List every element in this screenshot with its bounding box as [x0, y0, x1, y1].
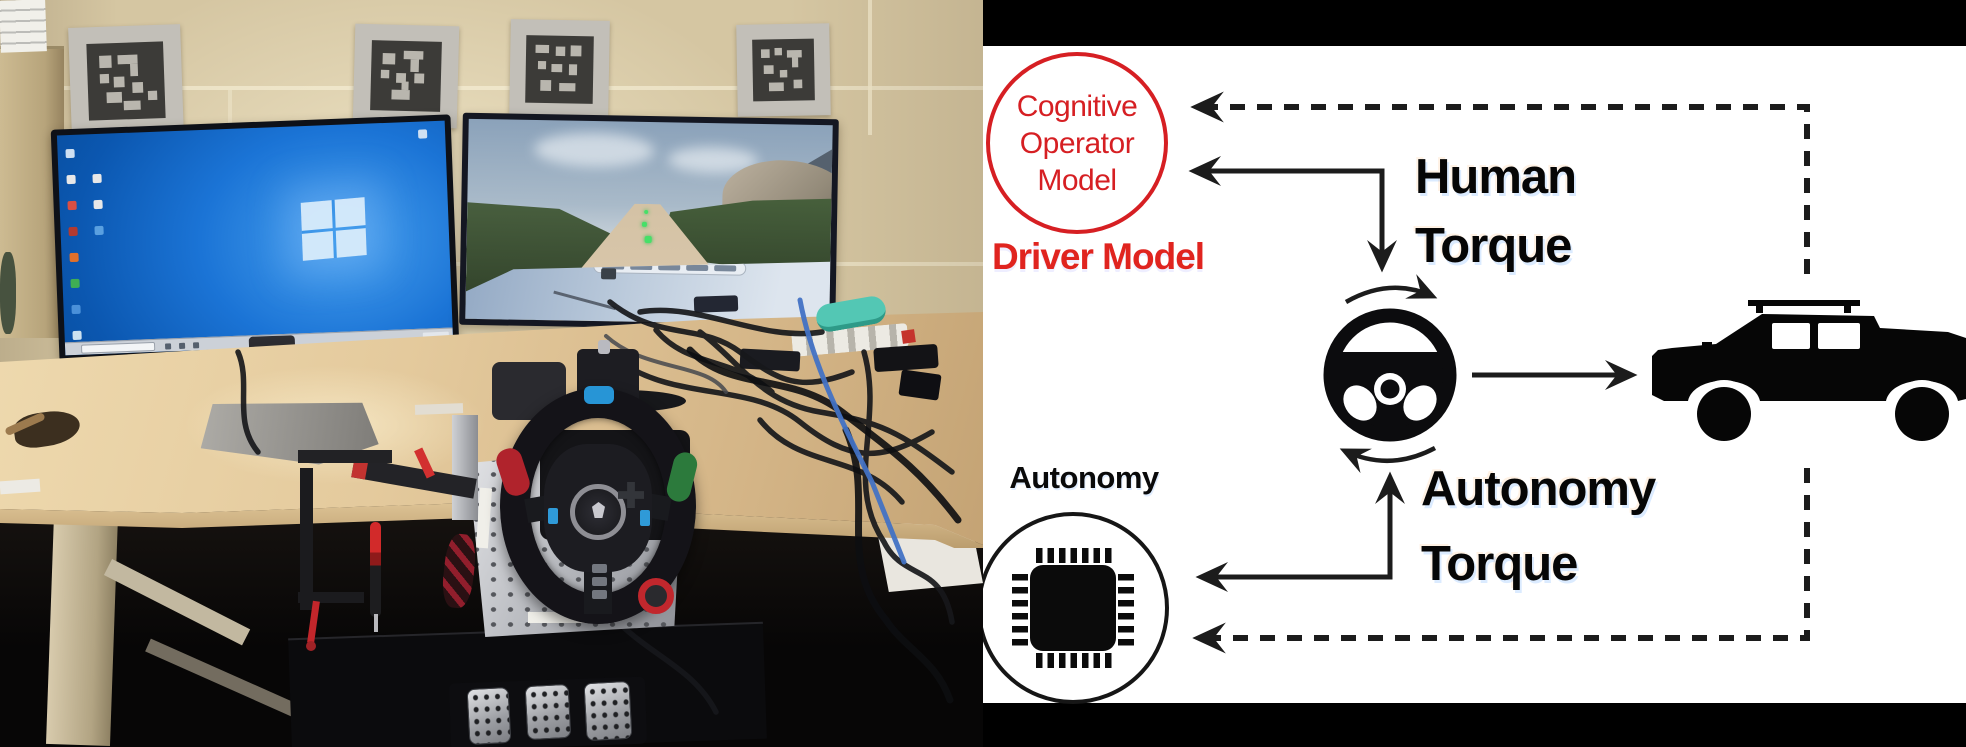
driver-model-label: Driver Model	[991, 236, 1205, 277]
cognitive-line1: Cognitive	[1016, 89, 1138, 123]
vent-slot	[715, 265, 737, 271]
taskbar-icon	[178, 342, 186, 349]
sim-waypoint	[644, 235, 652, 244]
human-torque-arrow	[1188, 156, 1397, 273]
desk-leg	[46, 513, 118, 747]
fiducial-pattern-icon	[86, 41, 166, 121]
cognitive-line2: Operator	[1019, 126, 1135, 160]
clutch-pedal	[466, 686, 512, 746]
fiducial-pattern-icon	[370, 40, 442, 112]
fiducial-marker-3	[509, 19, 610, 120]
c-clamp-bar	[300, 468, 313, 610]
hub-button	[592, 564, 607, 573]
desktop-icon	[93, 199, 103, 210]
left-monitor	[50, 114, 460, 362]
processor-chip-icon	[983, 512, 1169, 704]
desktop-icon	[68, 226, 78, 237]
screwdriver-tip	[374, 614, 378, 632]
cloud	[533, 131, 655, 169]
object-left-edge	[0, 252, 16, 334]
c-clamp-arm	[298, 450, 392, 463]
wheel-center-marker	[584, 386, 614, 404]
hood-mirror	[601, 268, 616, 279]
diagram-graphics	[983, 91, 1966, 704]
desk-sticker	[0, 478, 41, 495]
power-adapter	[739, 348, 801, 372]
racing-steering-wheel	[493, 386, 700, 624]
vent-slot	[687, 265, 709, 271]
fiducial-marker-1	[68, 24, 184, 138]
windows-logo-icon	[300, 196, 367, 261]
rotation-arc-top	[1344, 274, 1438, 304]
blue-button	[548, 508, 558, 524]
autonomy-component-label: Autonomy	[1009, 460, 1159, 495]
hub-button	[592, 590, 607, 599]
fiducial-pattern-icon	[525, 35, 594, 104]
mortar-joint	[868, 0, 872, 135]
power-adapter	[898, 369, 942, 401]
autonomy-torque-line2: Torque	[1421, 537, 1578, 591]
desktop-icon	[94, 225, 104, 236]
desktop-icon	[69, 252, 79, 263]
simulator-photo	[0, 0, 983, 747]
c-clamp-knob	[306, 641, 316, 651]
desktop-icon	[417, 129, 428, 139]
right-monitor-screen	[465, 118, 833, 326]
desktop-icon	[66, 174, 76, 185]
human-torque-label: Human Torque	[1415, 143, 1577, 281]
steering-wheel-icon	[1323, 308, 1457, 442]
left-monitor-screen	[56, 120, 454, 356]
cognitive-line3: Model	[1037, 163, 1117, 197]
brake-pedal	[524, 683, 572, 741]
hub-button	[592, 577, 607, 586]
desktop-icon	[65, 148, 75, 159]
rig-label-sticker	[528, 612, 598, 623]
power-adapter	[873, 343, 939, 373]
human-torque-line1: Human	[1415, 150, 1577, 204]
desktop-icon	[72, 330, 82, 341]
human-torque-line2: Torque	[1415, 219, 1572, 273]
accelerator-pedal	[583, 680, 633, 742]
screwdriver	[370, 522, 381, 617]
rig-column	[452, 415, 478, 520]
power-strip-label	[901, 329, 916, 344]
autonomy-torque-arrow	[1195, 471, 1405, 592]
red-rotary-dial	[638, 578, 674, 614]
taskbar-icon	[164, 343, 172, 350]
power-adapter	[693, 295, 739, 313]
desktop-icon	[67, 200, 77, 211]
blue-button	[640, 510, 650, 526]
sim-waypoint	[644, 209, 649, 214]
feedback-vehicle-to-autonomy-arrow	[1192, 468, 1810, 654]
desktop-icon	[70, 278, 80, 289]
taskbar-search	[80, 341, 156, 354]
windshield-wiper	[554, 291, 617, 310]
papers-on-cabinet	[0, 0, 47, 53]
rotation-arc-bottom	[1339, 446, 1437, 474]
clamp-screw	[598, 340, 610, 354]
desk-sticker	[414, 403, 464, 415]
c-clamp-jaw	[298, 592, 364, 603]
hub-logo	[592, 502, 605, 518]
control-diagram: Cognitive Operator Model Driver Model Hu…	[983, 0, 1966, 747]
taskbar-icon	[192, 342, 200, 349]
right-monitor	[459, 112, 839, 332]
fiducial-marker-2	[352, 23, 460, 129]
military-vehicle-icon	[1652, 300, 1966, 448]
cognitive-operator-model-node: Cognitive Operator Model	[986, 52, 1168, 234]
fiducial-pattern-icon	[752, 38, 815, 102]
desktop-icon	[92, 173, 102, 184]
autonomy-torque-label: Autonomy Torque	[1421, 452, 1656, 602]
autonomy-torque-line1: Autonomy	[1421, 462, 1656, 516]
rig-label-sticker	[475, 487, 493, 549]
fiducial-marker-4	[736, 23, 831, 117]
desk-foot	[103, 558, 251, 646]
feedback-vehicle-to-driver-arrow	[1190, 91, 1810, 274]
desktop-icon	[71, 304, 81, 315]
cognitive-circle-text: Cognitive Operator Model	[1017, 88, 1138, 199]
